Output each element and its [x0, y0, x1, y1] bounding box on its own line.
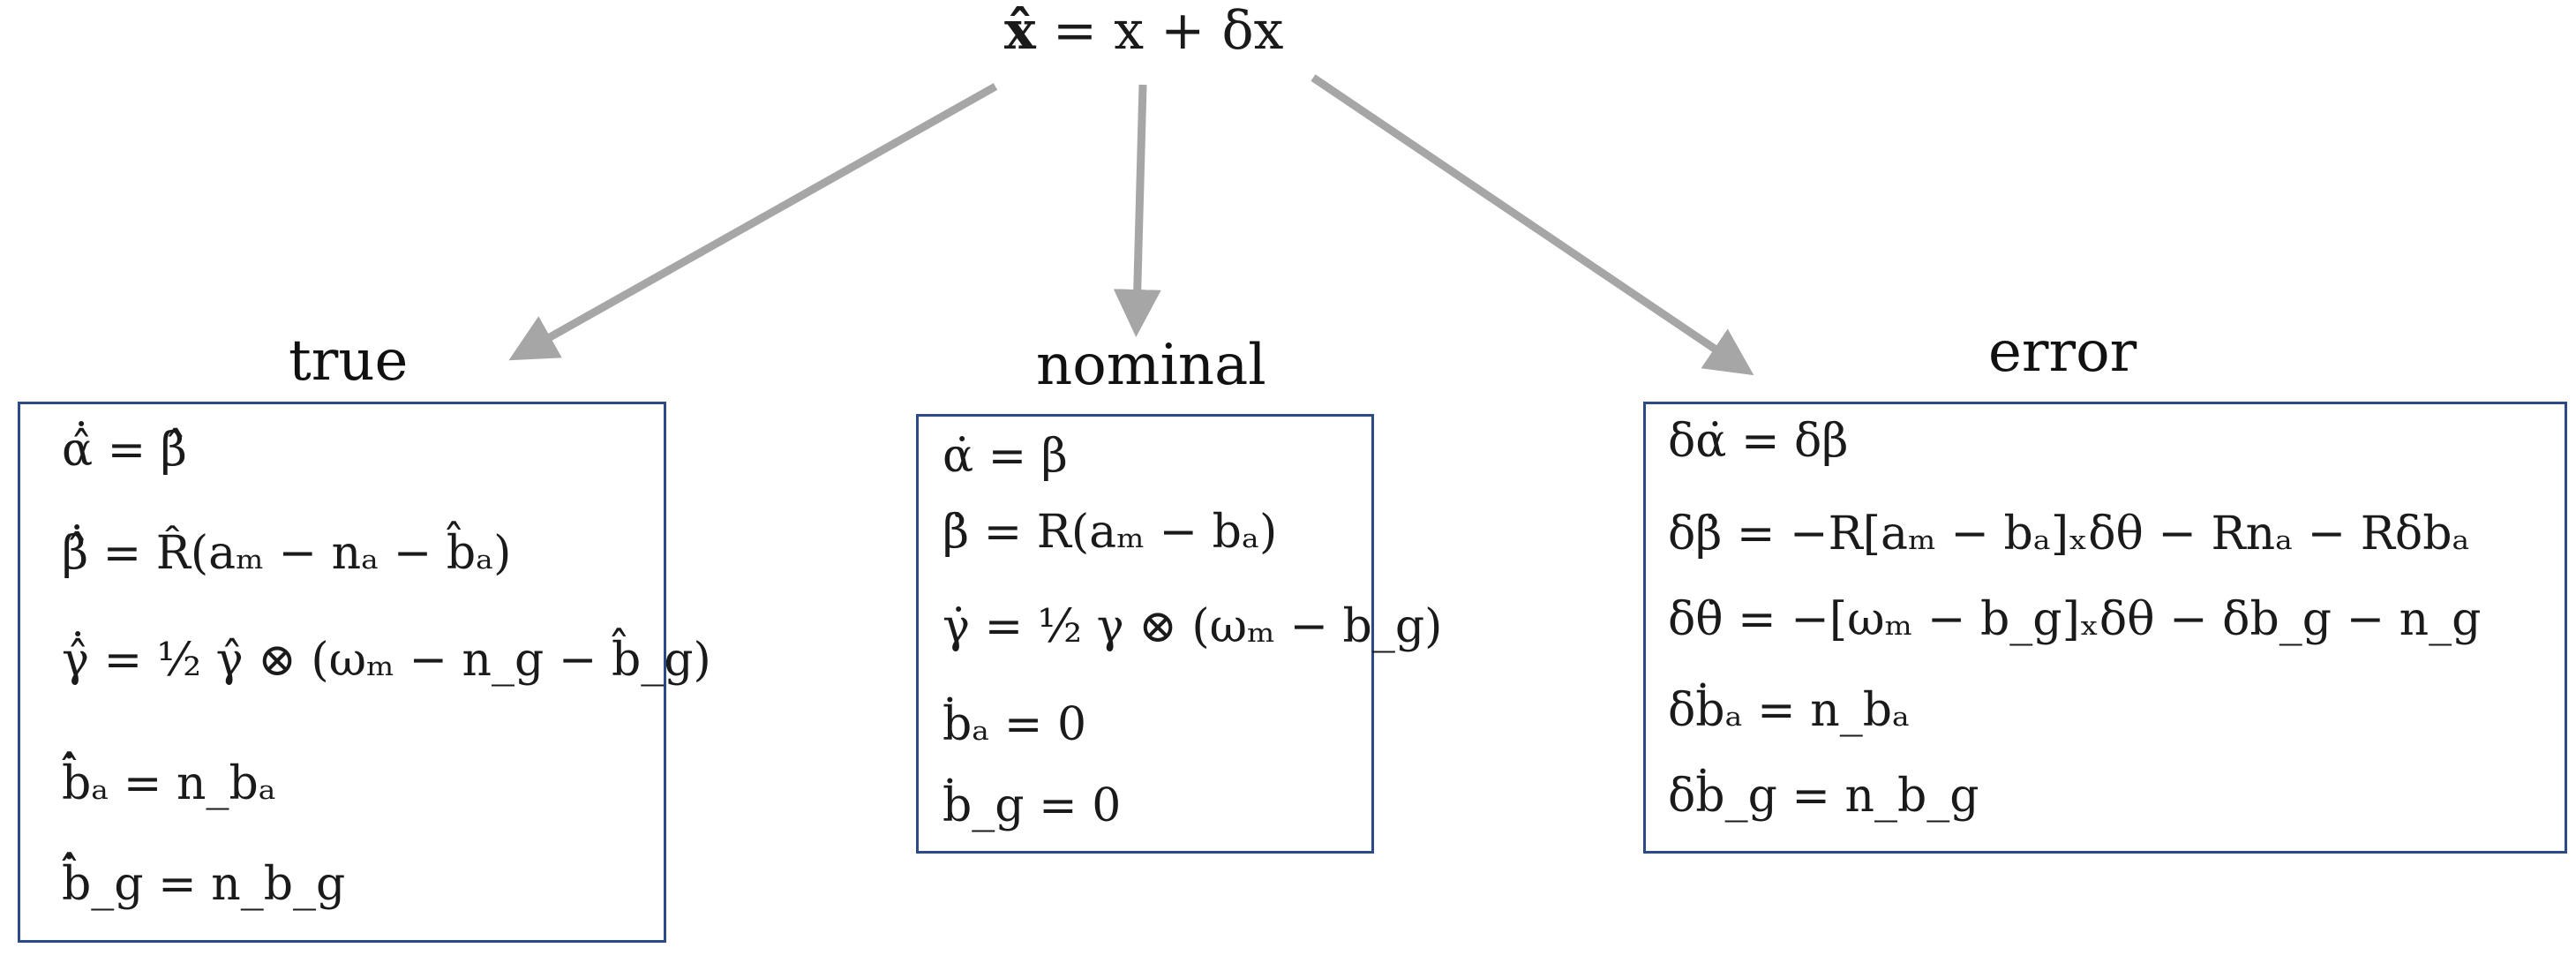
true-eq-4: b̂̇ₐ = n_bₐ — [62, 757, 276, 810]
nominal-eq-2: β̇ = R(aₘ − bₐ) — [943, 506, 1278, 559]
title-nominal: nominal — [1036, 333, 1266, 398]
state-decomposition-equation: x̂ = x + δx — [1004, 0, 1283, 62]
nominal-eq-1: α̇ = β — [943, 430, 1068, 483]
nominal-state-box — [916, 414, 1374, 854]
nominal-eq-5: ḃ_g = 0 — [943, 779, 1122, 832]
arrow-to-error — [1311, 74, 1754, 376]
top-eq-lhs: x̂ — [1004, 0, 1036, 62]
arrow-to-nominal — [1113, 84, 1161, 337]
true-eq-3: γ̂̇ = ½ γ̂ ⊗ (ωₘ − n_g − b̂_g) — [62, 634, 711, 687]
title-error: error — [1988, 320, 2137, 385]
error-eq-4: δḃₐ = n_bₐ — [1668, 684, 1911, 737]
true-eq-1: α̂̇ = β̂ — [62, 424, 187, 477]
error-eq-5: δḃ_g = n_b_g — [1668, 770, 1979, 823]
true-eq-2: β̂̇ = R̂(aₘ − nₐ − b̂ₐ) — [62, 527, 512, 580]
error-eq-3: δθ̇ = −[ωₘ − b_g]ₓδθ − δb_g − n_g — [1668, 593, 2482, 646]
true-state-box — [18, 402, 666, 943]
title-true: true — [289, 328, 409, 394]
error-state-box — [1643, 402, 2567, 854]
top-eq-rhs: = x + δx — [1052, 0, 1284, 62]
true-eq-5: b̂̇_g = n_b_g — [62, 858, 346, 911]
nominal-eq-4: ḃₐ = 0 — [943, 698, 1087, 751]
error-eq-1: δα̇ = δβ — [1668, 415, 1849, 468]
arrow-to-true — [508, 83, 998, 361]
nominal-eq-3: γ̇ = ½ γ ⊗ (ωₘ − b_g) — [943, 600, 1443, 653]
error-eq-2: δβ̇ = −R[aₘ − bₐ]ₓδθ − Rnₐ − Rδbₐ — [1668, 508, 2470, 560]
